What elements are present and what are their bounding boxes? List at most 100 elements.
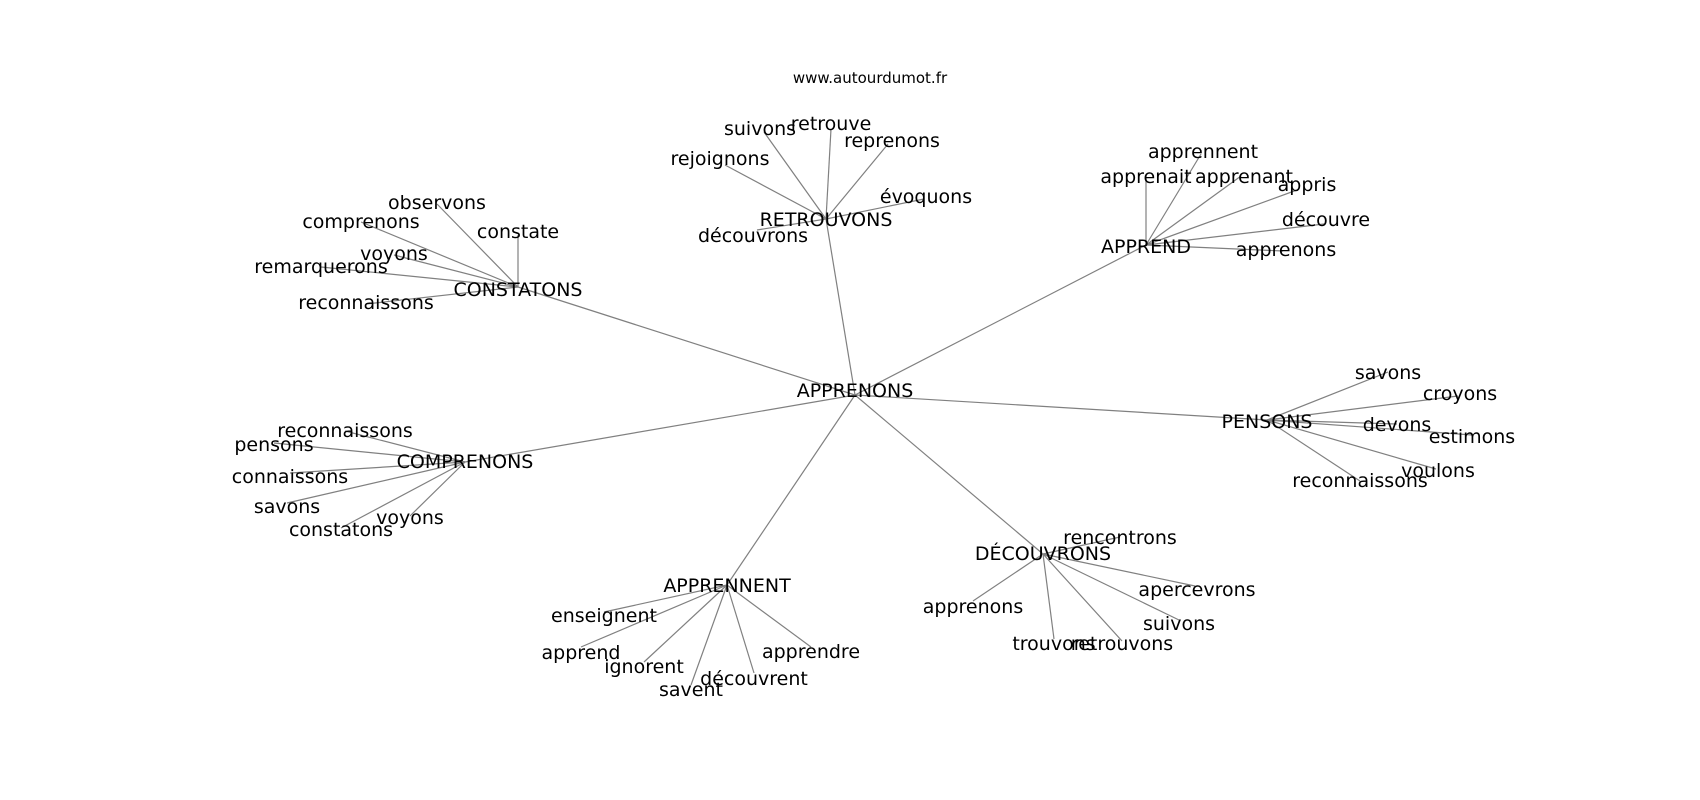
edge-hub-to-word [690, 584, 728, 686]
word-node: évoquons [880, 186, 972, 208]
edge-hub-to-word [1145, 223, 1325, 246]
hub-node: RETROUVONS [760, 209, 893, 231]
edge-hub-to-word [1266, 419, 1398, 425]
edge-hub-to-word [724, 164, 827, 220]
word-node: trouvons [1012, 633, 1095, 655]
edge-hub-to-word [1042, 553, 1055, 640]
edge-hub-to-word [436, 203, 519, 288]
word-node: observons [388, 192, 486, 214]
word-node: découvre [1282, 209, 1370, 231]
word-node: apprenons [1236, 239, 1336, 261]
edge-hub-to-word [409, 461, 466, 517]
edge-hub-to-word [1042, 536, 1121, 555]
edge-hub-to-word [286, 461, 466, 504]
word-node: apprenons [923, 596, 1023, 618]
edge-hub-to-word [1266, 395, 1459, 421]
word-node: découvrons [698, 225, 808, 247]
source-watermark: www.autourdumot.fr [793, 69, 948, 87]
edge-hub-to-word [726, 584, 812, 648]
edge-hub-to-word [1145, 153, 1202, 246]
word-node: apercevrons [1138, 579, 1255, 601]
word-node: connaissons [232, 466, 348, 488]
edge-center-to-hub [726, 394, 856, 586]
edge-hub-to-word [756, 218, 827, 231]
hub-node: DÉCOUVRONS [975, 542, 1111, 565]
edge-center-to-hub [464, 394, 856, 463]
edge-hub-to-word [825, 128, 832, 220]
edge-center-to-hub [517, 286, 856, 396]
edge-hub-to-word [393, 254, 519, 288]
word-node: constate [477, 221, 559, 243]
word-node: remarquerons [254, 256, 387, 278]
edge-hub-to-word [1145, 244, 1284, 252]
edge-hub-to-word [320, 266, 519, 288]
edge-hub-to-word [1042, 553, 1196, 587]
edge-hub-to-word [726, 584, 755, 674]
edge-hub-to-word [365, 286, 519, 305]
graph-edges [273, 128, 1473, 686]
hub-node: APPREND [1101, 236, 1191, 258]
word-node: savent [659, 679, 723, 701]
word-node: estimons [1429, 426, 1515, 448]
edge-hub-to-word [289, 461, 466, 474]
word-node: découvrent [700, 668, 808, 690]
word-node: croyons [1423, 383, 1497, 405]
hub-node: APPRENNENT [663, 575, 791, 597]
edge-hub-to-word [1266, 371, 1389, 421]
graph-labels: APPRENONS RETROUVONSsuivonsretrouverepre… [232, 113, 1515, 701]
word-node: appris [1278, 174, 1337, 196]
edge-hub-to-word [972, 553, 1044, 602]
word-node: savons [254, 496, 320, 518]
edge-hub-to-word [273, 442, 466, 463]
edge-hub-to-word [344, 430, 466, 463]
word-node: comprenons [302, 211, 419, 233]
edge-hub-to-word [1266, 419, 1473, 436]
word-node: rejoignons [671, 148, 770, 170]
word-node: voyons [376, 507, 444, 529]
word-node: apprennent [1148, 141, 1258, 163]
edge-center-to-hub [854, 244, 1147, 396]
edge-hub-to-word [763, 131, 827, 220]
edge-hub-to-word [1145, 175, 1242, 246]
word-node: rencontrons [1063, 527, 1177, 549]
word-node: apprenant [1195, 166, 1293, 188]
word-node: constatons [289, 519, 393, 541]
edge-hub-to-word [643, 584, 728, 663]
word-node: suivons [1143, 613, 1215, 635]
word-node: reconnaissons [1292, 470, 1428, 492]
edge-hub-to-word [360, 221, 519, 288]
edge-hub-to-word [580, 584, 728, 648]
word-node: reprenons [844, 130, 940, 152]
word-node: voyons [360, 243, 428, 265]
edge-center-to-hub [825, 218, 856, 396]
hub-node: PENSONS [1222, 411, 1313, 433]
center-node: APPRENONS [797, 380, 914, 402]
hub-node: COMPRENONS [397, 451, 534, 473]
word-node: enseignent [551, 605, 657, 627]
word-node: apprendre [762, 641, 860, 663]
edge-hub-to-word [1042, 553, 1123, 642]
edge-hub-to-word [1266, 419, 1437, 470]
edge-hub-to-word [825, 198, 925, 220]
edge-hub-to-word [340, 461, 466, 529]
edge-hub-to-word [1145, 189, 1298, 246]
edge-hub-to-word [825, 143, 889, 220]
word-node: apprenait [1100, 166, 1191, 188]
hub-node: CONSTATONS [454, 279, 583, 301]
edge-hub-to-word [1266, 419, 1361, 482]
word-node: devons [1363, 414, 1432, 436]
word-node: savons [1355, 362, 1421, 384]
word-node: voulons [1401, 460, 1475, 482]
edge-center-to-hub [854, 394, 1268, 421]
word-node: suivons [724, 118, 796, 140]
word-node: apprend [542, 642, 621, 664]
edge-hub-to-word [603, 584, 728, 613]
word-node: reconnaissons [298, 292, 434, 314]
word-node: retrouve [791, 113, 872, 135]
word-node: retrouvons [1071, 633, 1173, 655]
edge-center-to-hub [854, 394, 1044, 555]
word-node: reconnaissons [277, 420, 413, 442]
edge-hub-to-word [1042, 553, 1180, 621]
word-node: pensons [234, 434, 313, 456]
